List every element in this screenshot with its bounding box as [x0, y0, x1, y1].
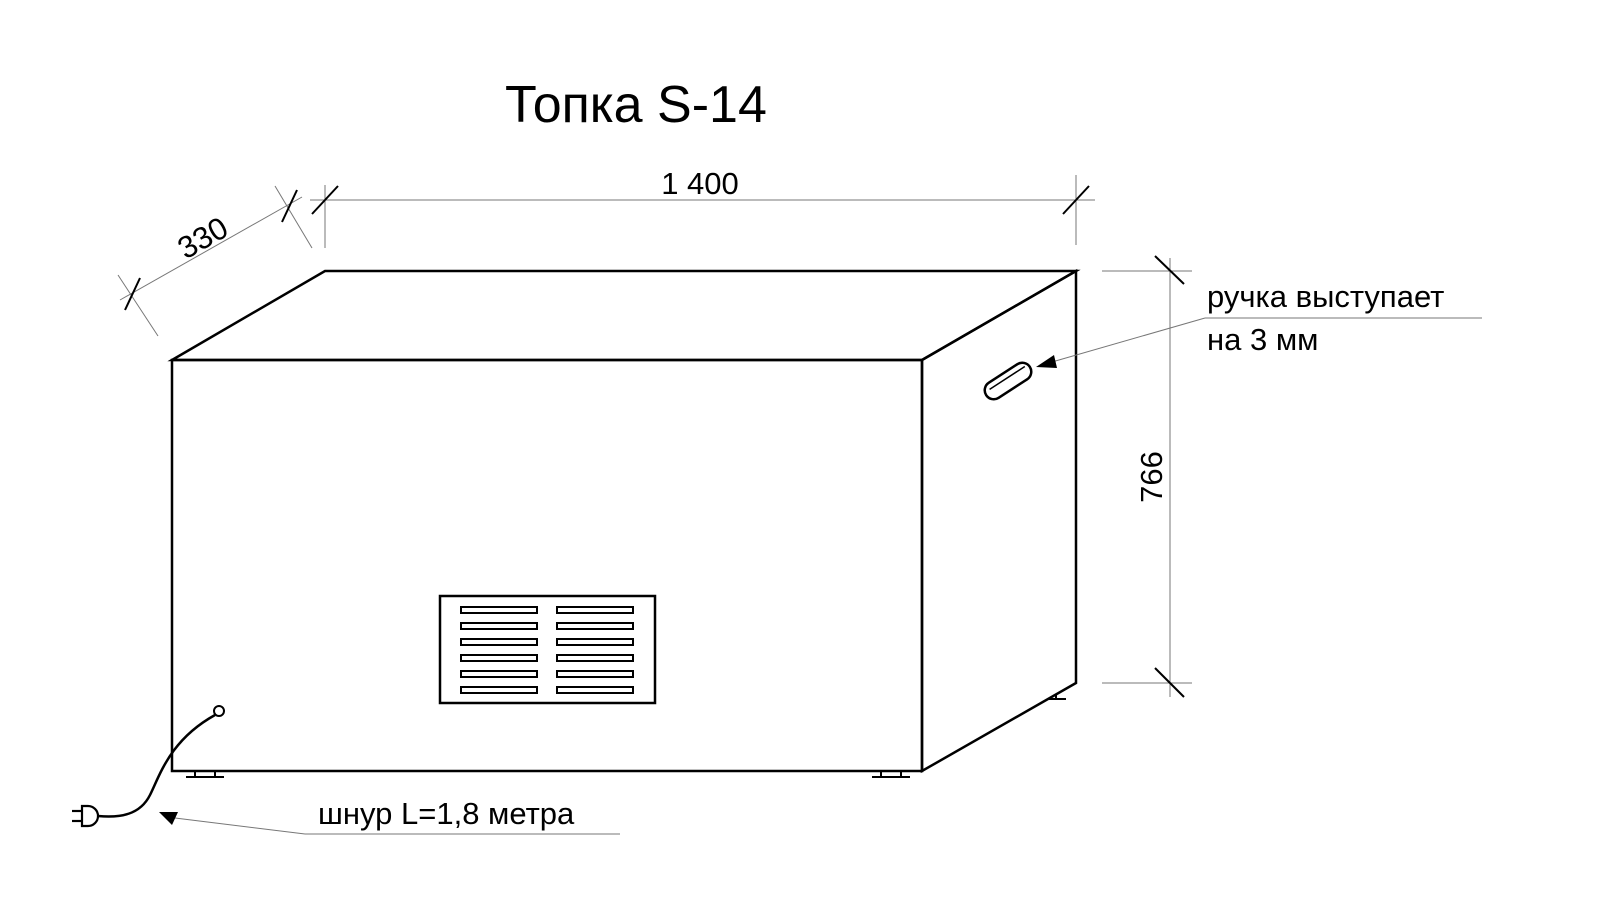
- vent-grille: [438, 594, 657, 705]
- plug-icon: [72, 804, 100, 828]
- feet: [186, 694, 1066, 778]
- height-dimension: 766: [1102, 255, 1192, 698]
- handle-note-line1: ручка выступает: [1207, 279, 1444, 314]
- depth-label: 330: [172, 210, 234, 266]
- side-face: [920, 268, 1078, 774]
- drawing-title: Топка S-14: [505, 76, 767, 134]
- width-label: 1 400: [661, 166, 739, 201]
- top-face: [167, 269, 1081, 362]
- arrow-icon: [159, 812, 178, 825]
- height-label: 766: [1134, 451, 1169, 503]
- handle-note: ручка выступает на 3 мм: [1036, 279, 1482, 368]
- cord-note: шнур L=1,8 метра: [159, 796, 620, 835]
- depth-dimension: 330: [117, 185, 313, 337]
- width-dimension: 1 400: [310, 166, 1095, 248]
- handle-note-line2: на 3 мм: [1207, 322, 1318, 357]
- power-cord: [72, 705, 225, 828]
- front-face: [170, 358, 924, 773]
- handle-icon: [983, 361, 1033, 401]
- cord-note-text: шнур L=1,8 метра: [318, 796, 575, 831]
- arrow-icon: [1036, 355, 1057, 368]
- firebox-body: [167, 268, 1081, 774]
